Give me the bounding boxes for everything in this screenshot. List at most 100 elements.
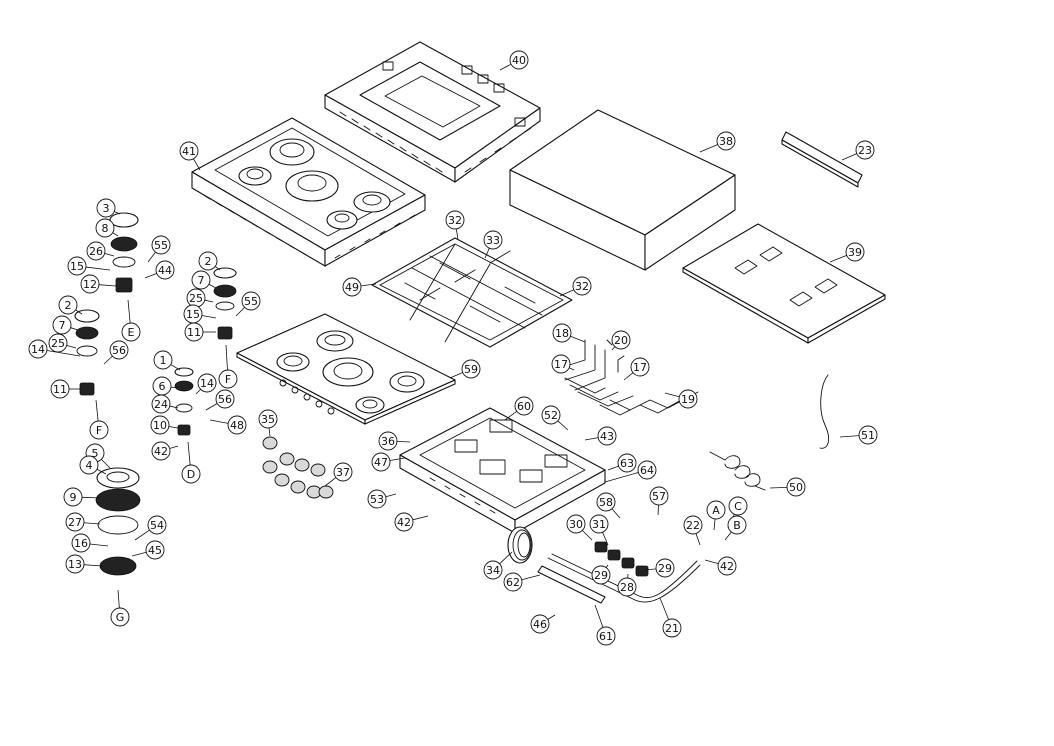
callout-b: B — [724, 515, 747, 541]
callout-17: 17 — [551, 354, 575, 374]
callout-leader-line — [127, 299, 131, 324]
callout-29: 29 — [591, 564, 611, 585]
callout-label: 9 — [70, 491, 77, 504]
callout-leader-line — [89, 543, 109, 547]
callout-label: 64 — [640, 464, 654, 477]
callout-32: 32 — [559, 276, 592, 297]
burner-assembly-d — [174, 367, 194, 436]
callout-17: 17 — [623, 357, 650, 381]
callout-42: 42 — [704, 556, 737, 576]
callout-label: 20 — [614, 334, 628, 347]
callout-7: 7 — [52, 315, 79, 335]
callout-circle — [649, 486, 669, 506]
callout-circle — [153, 350, 173, 370]
callout-circle — [855, 140, 875, 160]
callout-leader-line — [96, 468, 107, 475]
callout-56: 56 — [205, 389, 235, 411]
callout-label: 21 — [665, 622, 679, 635]
callout-label: F — [225, 373, 231, 386]
callout-leader-line — [98, 284, 117, 287]
callout-circle — [67, 256, 87, 276]
callout-label: 8 — [102, 222, 109, 235]
callout-leader-line — [607, 465, 619, 471]
callout-label: 13 — [68, 558, 82, 571]
callout-label: 14 — [31, 343, 45, 356]
callout-leader-line — [569, 367, 575, 371]
callout-15: 15 — [67, 256, 111, 276]
callout-label: 63 — [620, 457, 634, 470]
packaging-tray-top — [324, 41, 541, 183]
callout-leader-line — [46, 350, 81, 357]
callout-15: 15 — [183, 304, 217, 324]
callout-leader-line — [644, 568, 657, 571]
callout-label: 32 — [448, 214, 462, 227]
callout-label: 41 — [182, 145, 196, 158]
callout-circle — [483, 230, 503, 250]
callout-leader-line — [412, 515, 429, 521]
callout-leader-line — [208, 283, 217, 289]
callout-34: 34 — [483, 551, 513, 580]
callout-leader-line — [623, 372, 634, 381]
callout-label: 34 — [486, 564, 500, 577]
callout-label: 32 — [575, 280, 589, 293]
callout-14: 14 — [28, 339, 81, 359]
callout-label: 49 — [345, 281, 359, 294]
callout-label: 36 — [381, 435, 395, 448]
callout-label: 15 — [186, 308, 200, 321]
callout-circle — [52, 315, 72, 335]
callout-18: 18 — [552, 323, 586, 343]
callout-label: 11 — [187, 326, 201, 339]
callout-48: 48 — [209, 415, 247, 435]
callout-label: 35 — [261, 413, 275, 426]
callout-leader-line — [81, 496, 101, 499]
callout-label: 40 — [512, 54, 526, 67]
callout-label: 10 — [153, 419, 167, 432]
callout-leader-line — [66, 345, 77, 349]
callout-42: 42 — [394, 512, 429, 532]
callout-circle — [151, 235, 171, 255]
callout-leader-line — [114, 211, 121, 215]
callout-leader-line — [664, 392, 680, 398]
callout-53: 53 — [367, 489, 397, 509]
callout-63: 63 — [607, 453, 637, 473]
callout-leader-line — [170, 364, 181, 371]
callout-leader-line — [209, 419, 229, 424]
callout-e: E — [121, 299, 141, 342]
callout-circle — [342, 277, 362, 297]
callout-circle — [617, 453, 637, 473]
callout-38: 38 — [699, 131, 736, 153]
callout-label: 55 — [154, 239, 168, 252]
callout-32: 32 — [445, 210, 465, 241]
callout-leader-line — [134, 529, 150, 541]
callout-leader-line — [559, 289, 574, 297]
callout-60: 60 — [504, 396, 534, 421]
callout-leader-line — [841, 153, 857, 161]
callout-label: 55 — [244, 295, 258, 308]
callout-leader-line — [611, 346, 616, 351]
callout-circle — [181, 464, 201, 484]
callout-leader-line — [195, 389, 201, 395]
callout-label: 47 — [374, 456, 388, 469]
callout-circle — [662, 618, 682, 638]
callout-42: 42 — [151, 441, 179, 461]
callout-circle — [179, 141, 199, 161]
callout-label: 42 — [720, 560, 734, 573]
callout-20: 20 — [611, 330, 631, 351]
callout-41: 41 — [179, 141, 201, 171]
callout-leader-line — [611, 508, 621, 519]
callout-circle — [147, 515, 167, 535]
callout-label: 44 — [158, 264, 172, 277]
callout-leader-line — [83, 522, 101, 525]
callout-label: 31 — [592, 518, 606, 531]
callout-label: 1 — [160, 354, 167, 367]
gas-rail — [547, 553, 701, 603]
callout-circle — [503, 572, 523, 592]
callout-circle — [655, 558, 675, 578]
callout-circle — [89, 420, 109, 440]
callout-leader-line — [201, 315, 217, 319]
callout-leader-line — [396, 441, 411, 443]
callout-label: 56 — [112, 344, 126, 357]
callout-label: 19 — [681, 393, 695, 406]
callout-label: 24 — [154, 398, 168, 411]
